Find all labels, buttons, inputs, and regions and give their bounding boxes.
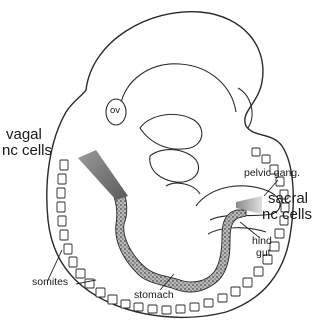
somite bbox=[254, 267, 263, 276]
somite bbox=[108, 295, 117, 304]
pharyngeal-arch bbox=[166, 183, 200, 194]
stomach-label: stomach bbox=[134, 290, 174, 301]
somite bbox=[60, 160, 68, 170]
sacral-label-line1: sacral bbox=[268, 191, 308, 206]
gut-tube bbox=[112, 188, 246, 292]
somite bbox=[57, 202, 65, 212]
somite bbox=[176, 305, 185, 313]
sacral-label-line2: nc cells bbox=[262, 207, 312, 222]
somite bbox=[58, 174, 66, 184]
brain-fold bbox=[120, 64, 236, 112]
hindgut-label-line2: gut bbox=[256, 248, 271, 259]
somite bbox=[148, 305, 157, 313]
somite bbox=[60, 230, 68, 240]
ov-label: ov bbox=[110, 106, 120, 116]
vagal-label-line2: nc cells bbox=[2, 143, 52, 158]
somite bbox=[134, 303, 143, 311]
somite bbox=[57, 188, 65, 198]
somite bbox=[76, 269, 85, 278]
hindgut-label-line1: hind bbox=[252, 236, 272, 247]
vagal-label-line1: vagal bbox=[6, 127, 42, 142]
somite bbox=[96, 288, 105, 297]
somite bbox=[64, 244, 72, 254]
somite bbox=[190, 303, 199, 311]
somite bbox=[231, 287, 240, 296]
somite bbox=[121, 300, 130, 308]
somite bbox=[162, 306, 171, 314]
somite bbox=[58, 216, 66, 226]
pelvic-gang-label: pelvic gang. bbox=[244, 168, 300, 179]
pharyngeal-arch bbox=[140, 114, 202, 149]
vagal-migration-arrow bbox=[78, 150, 128, 200]
somite bbox=[69, 257, 77, 267]
tail-fold bbox=[208, 228, 266, 234]
somite bbox=[275, 229, 284, 238]
somite bbox=[218, 294, 227, 302]
somite bbox=[204, 299, 213, 307]
somite bbox=[252, 148, 260, 156]
somite bbox=[262, 155, 270, 163]
somites-label: somites bbox=[32, 277, 68, 288]
somite bbox=[243, 278, 252, 287]
pharyngeal-arch bbox=[150, 150, 199, 183]
